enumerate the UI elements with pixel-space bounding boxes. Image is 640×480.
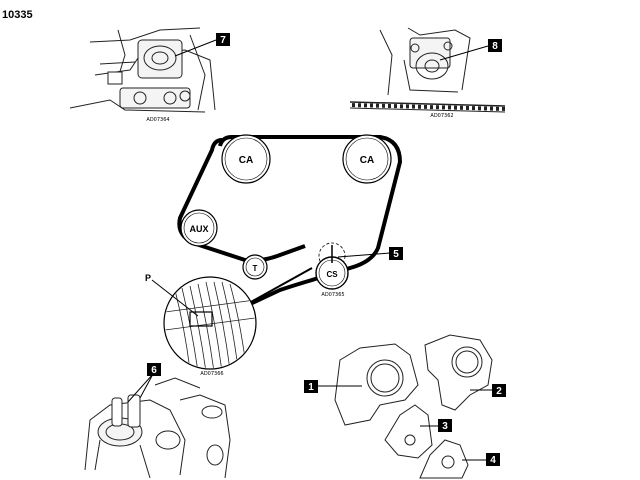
ref-code-top-left: AD07364 (146, 117, 169, 123)
belt-tooth (430, 105, 433, 110)
belt-tooth (364, 103, 367, 108)
callout-box-1 (304, 380, 318, 393)
belt-tooth (472, 106, 475, 111)
belt-tooth (400, 104, 403, 109)
pulley-tensioner (242, 254, 268, 280)
ref-code-detail: AD07366 (200, 371, 223, 377)
callout-5: 5 (393, 249, 399, 260)
belt-tooth (424, 104, 427, 109)
belt-tooth (442, 105, 445, 110)
belt-tooth (502, 106, 505, 111)
leader-p (151, 279, 199, 317)
belt-tooth (388, 104, 391, 108)
leader-8 (439, 45, 489, 61)
callout-box-3 (438, 419, 452, 432)
belt-tooth (454, 105, 457, 110)
belt-tooth (436, 105, 439, 110)
bottom-left-engine-detail (84, 377, 231, 479)
leader-5 (337, 252, 391, 258)
belt-tooth (466, 106, 469, 110)
part-1-rear-cover (334, 343, 419, 426)
callout-box-6 (147, 363, 161, 376)
callout-2: 2 (496, 386, 502, 397)
callout-6: 6 (151, 365, 157, 376)
belt-tooth (358, 103, 361, 108)
pulley-auxiliary (180, 209, 218, 247)
callout-4: 4 (490, 455, 496, 466)
belt-corner (218, 135, 233, 147)
detail-magnifier (163, 276, 257, 370)
callout-box-2 (492, 384, 506, 397)
belt-tooth (352, 103, 355, 108)
top-right-engine-detail (349, 27, 506, 113)
belt-tooth (484, 106, 487, 111)
belt-tooth (448, 105, 451, 110)
figure-code: 10335 (2, 9, 33, 21)
callout-1: 1 (308, 382, 314, 393)
belt-tooth (376, 103, 379, 108)
ref-code-top-right: AD07362 (430, 113, 453, 119)
belt-tooth (412, 104, 415, 109)
leader-6a (127, 373, 154, 403)
belt-tooth (478, 106, 481, 111)
leader-6b (139, 373, 154, 399)
callout-7: 7 (220, 35, 226, 46)
part-4-lower-cover (419, 439, 469, 479)
belt-tooth (406, 104, 409, 109)
belt-tooth (382, 103, 385, 108)
part-3-bracket (384, 404, 433, 459)
detail-connector (239, 267, 313, 309)
belt-tooth (460, 105, 463, 110)
ref-code-belt: AD07365 (321, 292, 344, 298)
callout-box-5 (389, 247, 403, 260)
callout-box-7 (216, 33, 230, 46)
belt-tooth (394, 104, 397, 109)
callout-box-8 (488, 39, 502, 52)
pulley-cam-left-label: CA (239, 155, 253, 166)
top-left-engine-detail (69, 27, 217, 113)
part-2-rear-cover (424, 334, 493, 411)
top-right-belt-teeth (352, 103, 505, 111)
pulley-cam-right-label: CA (360, 155, 374, 166)
pulley-auxiliary-label: AUX (189, 224, 208, 234)
belt-tooth (418, 104, 421, 109)
belt-tooth (370, 103, 373, 108)
callout-3: 3 (442, 421, 448, 432)
pulley-crankshaft (315, 242, 349, 290)
pulley-tensioner-label: T (253, 264, 258, 273)
belt-tooth (490, 106, 493, 111)
pulley-cam-left (221, 134, 271, 184)
pulley-crankshaft-label: CS (326, 270, 338, 279)
callout-box-4 (486, 453, 500, 466)
callout-8: 8 (492, 41, 498, 52)
detail-label-p: P (145, 273, 151, 283)
belt-tooth (496, 106, 499, 111)
pulley-cam-right (342, 134, 392, 184)
